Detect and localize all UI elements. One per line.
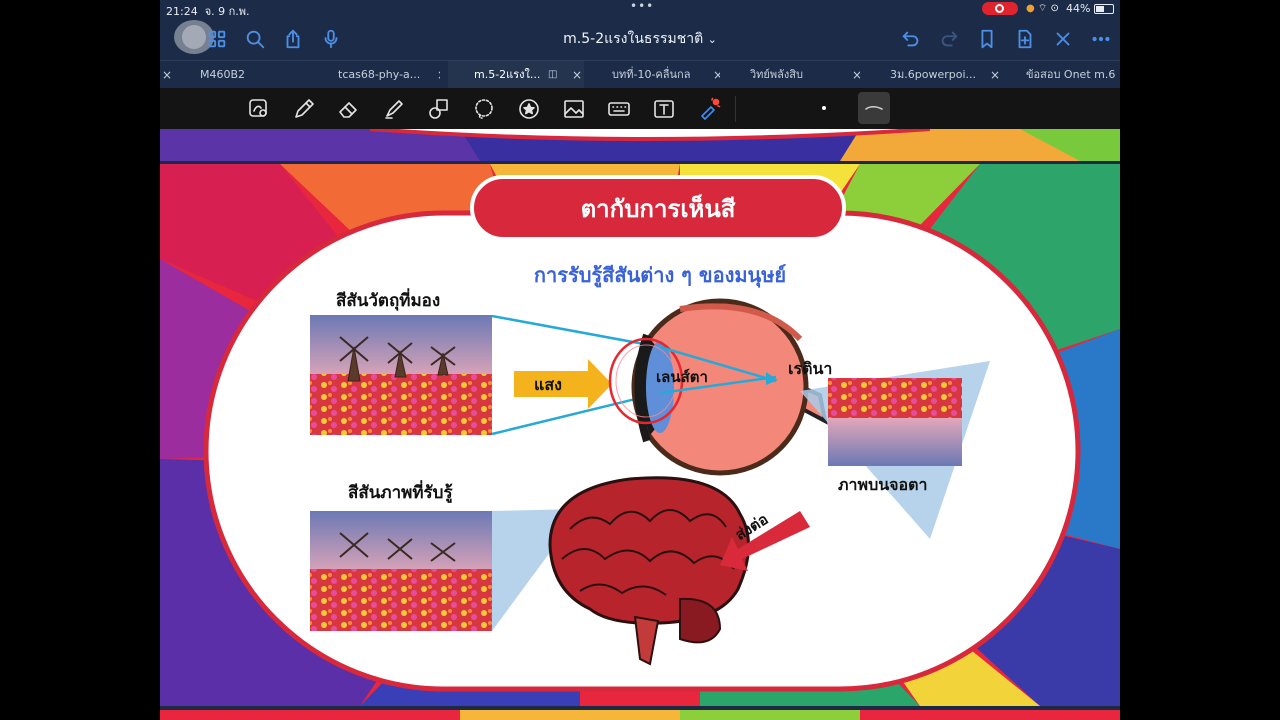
lasso-icon[interactable] xyxy=(471,96,497,122)
bookmark-icon[interactable] xyxy=(974,26,1000,52)
sticker-icon[interactable] xyxy=(516,96,542,122)
grid-icon[interactable] xyxy=(204,26,230,52)
share-icon[interactable] xyxy=(280,26,306,52)
recording-icon xyxy=(982,2,1018,15)
light-label: แสง xyxy=(534,375,562,394)
retina-photo xyxy=(828,378,962,466)
lasso-scan-icon[interactable] xyxy=(246,96,272,122)
laser-pointer-icon[interactable] xyxy=(696,96,722,122)
tab-onet[interactable]: ข้อสอบ Onet m.6 xyxy=(1026,68,1116,81)
document-tabs: × M460B2 tcas68-phy-a... × m.5-2แรงใ... … xyxy=(160,60,1120,89)
split-view-icon[interactable]: ◫ xyxy=(548,69,558,80)
tab-science[interactable]: วิทย์พลังสิบ × xyxy=(720,61,860,89)
close-tab-icon[interactable]: × xyxy=(162,68,173,82)
close-tab-icon[interactable]: × xyxy=(713,68,720,82)
perceived-photo xyxy=(310,511,492,631)
drawing-toolbar xyxy=(160,88,1120,129)
keyboard-icon[interactable] xyxy=(606,96,632,122)
lens-label: เลนส์ตา xyxy=(656,368,708,386)
toolbar-divider xyxy=(735,96,736,122)
tab-m5-2-active[interactable]: m.5-2แรงใ... ◫ xyxy=(448,61,584,89)
close-tab-icon[interactable]: × xyxy=(572,68,583,82)
highlighter-icon[interactable] xyxy=(381,96,407,122)
perceived-color-label: สีสันภาพที่รับรู้ xyxy=(348,483,453,503)
microphone-icon[interactable] xyxy=(318,26,344,52)
document-title[interactable]: m.5-2แรงในธรรมชาติ ⌄ xyxy=(563,31,717,47)
add-page-icon[interactable] xyxy=(1012,26,1038,52)
brain-drawing xyxy=(548,476,750,666)
clock: 21:24 จ. 9 ก.พ. xyxy=(166,5,250,18)
shapes-icon[interactable] xyxy=(426,96,452,122)
close-tab-icon[interactable]: × xyxy=(852,68,860,82)
tab-powerpoint[interactable]: 3ม.6powerpoi... × xyxy=(860,61,1000,89)
more-icon[interactable] xyxy=(1088,26,1114,52)
date: จ. 9 ก.พ. xyxy=(204,5,250,18)
battery-icon xyxy=(1094,4,1114,14)
close-tab-icon[interactable]: × xyxy=(437,61,440,89)
back-icon[interactable] xyxy=(174,20,214,54)
thin-line-icon[interactable] xyxy=(858,92,890,124)
slide-subtitle: การรับรู้สีสันต่าง ๆ ของมนุษย์ xyxy=(533,263,787,287)
object-color-label: สีสันวัตถุที่มอง xyxy=(336,291,441,311)
battery-percent: 44% xyxy=(1066,2,1091,15)
undo-icon[interactable] xyxy=(898,26,924,52)
eye-diagram xyxy=(608,298,828,476)
retina-label: เรตินา xyxy=(788,359,833,378)
close-icon[interactable] xyxy=(1050,26,1076,52)
pen-icon[interactable] xyxy=(291,96,317,122)
chevron-down-icon: ⌄ xyxy=(707,33,717,46)
text-box-icon[interactable] xyxy=(651,96,677,122)
tab-m460b2[interactable]: × M460B2 xyxy=(160,61,300,89)
image-icon[interactable] xyxy=(561,96,587,122)
tab-chapter-10[interactable]: × บทที่-10-คลื่นกล × xyxy=(560,61,720,89)
wifi-icon: ● ⌔ ⊙ xyxy=(1026,3,1059,14)
retina-image-label: ภาพบนจอตา xyxy=(838,475,928,494)
redo-icon[interactable] xyxy=(936,26,962,52)
multitask-dots-icon[interactable]: ••• xyxy=(630,0,655,13)
search-icon[interactable] xyxy=(242,26,268,52)
status-bar: 21:24 จ. 9 ก.พ. ••• ● ⌔ ⊙ 44% xyxy=(160,0,1120,18)
close-tab-icon[interactable]: × xyxy=(990,68,1000,82)
document-page[interactable]: ตากับการเห็นสี การรับรู้สีสันต่าง ๆ ของม… xyxy=(160,129,1120,720)
top-navigation: m.5-2แรงในธรรมชาติ ⌄ xyxy=(160,18,1120,60)
object-photo xyxy=(310,315,492,435)
goodnotes-app: 21:24 จ. 9 ก.พ. ••• ● ⌔ ⊙ 44% m.5-2แรงใน… xyxy=(160,0,1120,720)
eraser-icon[interactable] xyxy=(336,96,362,122)
slide-canvas xyxy=(160,129,1120,720)
slide-title: ตากับการเห็นสี xyxy=(580,195,736,223)
stroke-dot-icon[interactable] xyxy=(822,106,826,110)
tab-tcas68[interactable]: tcas68-phy-a... × xyxy=(300,61,440,89)
